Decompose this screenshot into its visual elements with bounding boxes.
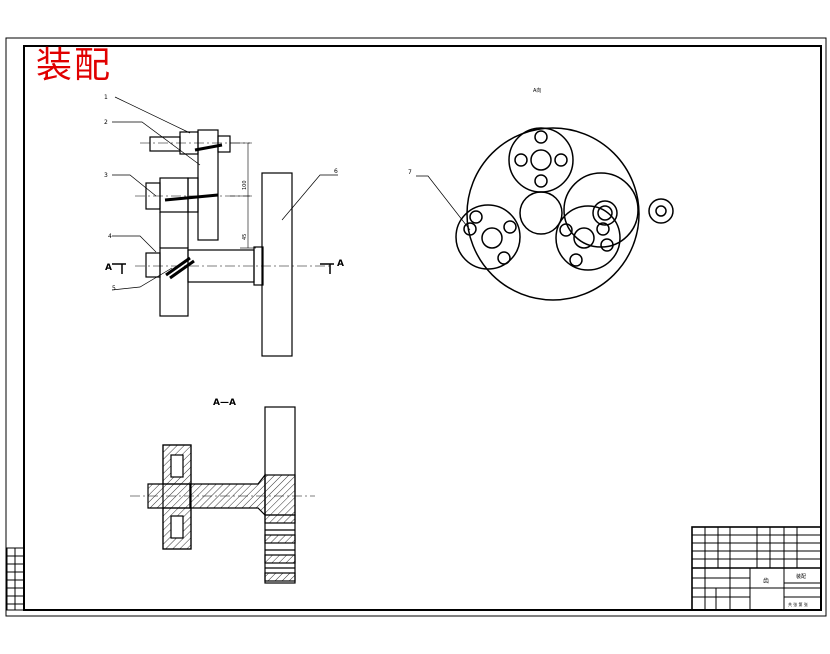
top-view	[416, 127, 674, 301]
front-view	[111, 96, 338, 357]
part-number-5: 5	[112, 285, 116, 292]
title-block	[691, 526, 822, 611]
dimension-lower: 45	[242, 234, 248, 240]
drawing-title: 装配	[36, 45, 113, 86]
part-number-7: 7	[408, 169, 412, 176]
top-view-caption: A向	[533, 87, 541, 94]
part-number-labels: 1 2 3 4 5 6 7	[104, 94, 412, 292]
dimension-upper: 100	[242, 180, 248, 190]
part-number-1: 1	[104, 94, 108, 101]
title-block-sheet-text: 共 张 第 张	[788, 601, 808, 607]
part-number-4: 4	[108, 233, 112, 240]
section-letter-right: A	[337, 259, 344, 269]
part-number-6: 6	[334, 168, 338, 175]
section-letter-left: A	[105, 263, 112, 273]
inner-border	[23, 45, 822, 611]
title-block-name: 齿	[763, 577, 769, 585]
section-view	[130, 406, 315, 584]
binding-strip	[6, 547, 25, 611]
part-number-3: 3	[104, 172, 108, 179]
part-number-2: 2	[104, 119, 108, 126]
title-block-drawing-no: 装配	[796, 573, 806, 580]
section-view-title: A—A	[213, 398, 236, 408]
outer-frame	[5, 37, 827, 617]
